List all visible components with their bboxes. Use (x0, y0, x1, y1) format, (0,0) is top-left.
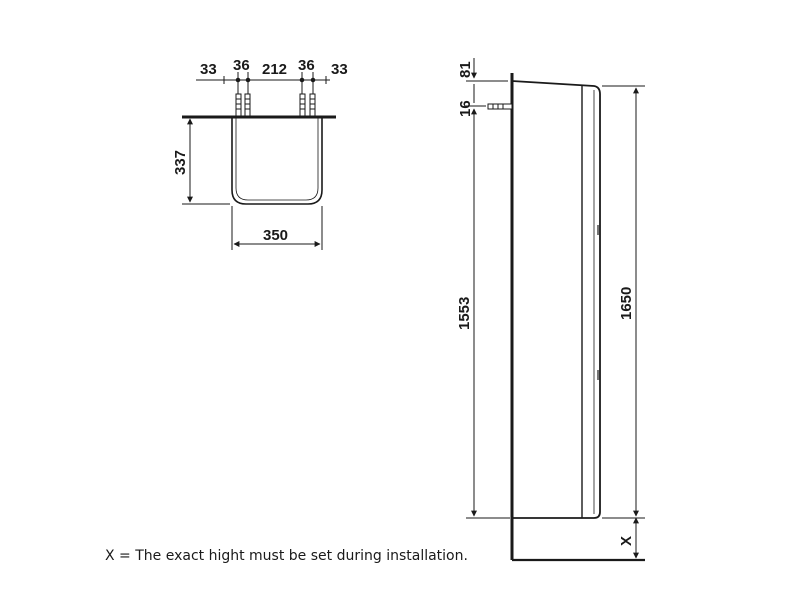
dim-label-center: 212 (262, 61, 287, 78)
dim-label-right-pair: 36 (298, 57, 315, 74)
cabinet-inner-outline (235, 117, 319, 201)
side-view (466, 58, 645, 562)
depth-dimension (182, 116, 230, 205)
dim-label-total-height: 1650 (618, 287, 635, 320)
screw-icon (235, 93, 242, 117)
cabinet-outline (231, 117, 323, 205)
dim-label-left-edge: 33 (200, 61, 217, 78)
wall-screw-icon (487, 103, 513, 110)
installation-note: X = The exact hight must be set during i… (105, 548, 468, 564)
dim-label-screw-offset: 16 (457, 100, 474, 117)
dim-label-left-pair: 36 (233, 57, 250, 74)
screw-icon (309, 93, 316, 117)
screw-icon (244, 93, 251, 117)
width-dimension (231, 206, 323, 250)
dim-label-right-edge: 33 (331, 61, 348, 78)
dim-label-width: 350 (263, 227, 288, 244)
fixing-dimension-line (196, 72, 330, 94)
mounting-height-dimension (466, 109, 510, 519)
dim-label-top-offset: 81 (457, 61, 474, 78)
fixing-screws (235, 93, 316, 117)
top-view (182, 72, 336, 250)
dim-label-mounting-height: 1553 (456, 297, 473, 330)
tall-cabinet-outline (511, 80, 601, 519)
dim-label-floor-gap: X (618, 536, 635, 546)
screw-icon (299, 93, 306, 117)
dim-label-depth: 337 (172, 150, 189, 175)
